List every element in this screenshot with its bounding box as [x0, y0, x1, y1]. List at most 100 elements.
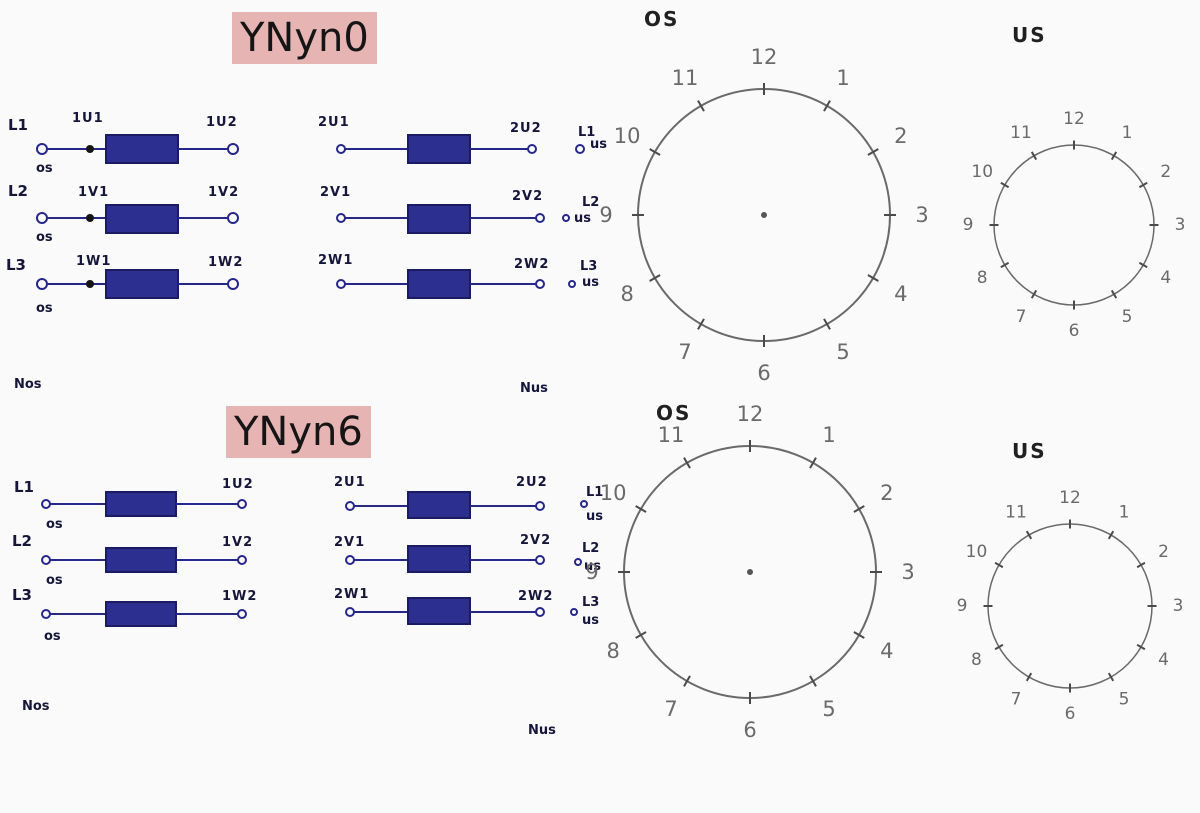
dial-tick: [1138, 261, 1148, 269]
dial-number: 7: [1011, 690, 1022, 710]
section-title-ynyn0: YNyn0: [232, 12, 377, 64]
winding-coil: [105, 134, 179, 164]
terminal-end-label: 1V2: [208, 185, 239, 200]
secondary-winding-u: 2U1 2U2 L1 us: [318, 115, 607, 164]
secondary-winding-w: 2W1 2W2 L3 us: [334, 587, 599, 628]
dial-number: 1: [822, 423, 835, 447]
dial-tick: [1000, 261, 1010, 269]
terminal-start: [36, 143, 48, 155]
dial-tick: [1136, 561, 1146, 569]
dial-number: 4: [1158, 650, 1169, 670]
dial-number: 7: [1016, 307, 1027, 327]
dial-tick: [1025, 672, 1033, 682]
dial-number: 9: [585, 560, 598, 584]
terminal-end: [237, 555, 247, 565]
winding-coil: [407, 491, 471, 519]
dial-tick: [994, 561, 1004, 569]
secondary-winding-v: 2V1 2V2 L2 us: [320, 185, 599, 234]
dial-number: 11: [672, 66, 699, 90]
dial-number: 9: [963, 215, 974, 235]
terminal-end: [227, 143, 239, 155]
output-terminal: [562, 214, 570, 222]
dial-tick: [635, 505, 647, 513]
terminal-end: [237, 609, 247, 619]
terminal-start-label: 2W1: [318, 253, 353, 268]
terminal-end: [535, 501, 545, 511]
dial-number: 10: [614, 124, 641, 148]
output-terminal: [568, 280, 576, 288]
secondary-windings-ynyn6: 2U1 2U2 L1 us 2V1 2V2 L2 us: [334, 475, 603, 738]
dial-number: 5: [836, 340, 849, 364]
primary-winding-u: L1 os 1U2: [14, 477, 254, 532]
terminal-start: [36, 278, 48, 290]
dial-tick: [635, 631, 647, 639]
terminal-start-label: 2V1: [320, 185, 351, 200]
dial-number: 9: [957, 596, 968, 616]
side-label: os: [36, 230, 53, 245]
dial-number: 3: [915, 203, 928, 227]
primary-winding-v: L2 os 1V1 1V2: [8, 182, 239, 245]
dial-number: 12: [751, 45, 778, 69]
terminal-start: [345, 501, 355, 511]
dial-number: 9: [599, 203, 612, 227]
primary-winding-w: L3 os 1W1 1W2: [6, 254, 242, 316]
winding-coil: [105, 601, 177, 627]
terminal-start-label: 1W1: [76, 254, 111, 269]
dial-tick: [1030, 289, 1038, 299]
terminal-start: [41, 609, 51, 619]
dial-tick: [994, 643, 1004, 651]
dial-circle: [993, 144, 1155, 306]
dial-tick: [809, 675, 817, 687]
winding-coil: [105, 204, 179, 234]
neutral-label: Nos: [14, 377, 42, 392]
line-label: L3: [582, 595, 599, 610]
terminal-end-label: 1U2: [222, 477, 254, 492]
primary-winding-w: L3 os 1W2: [12, 586, 256, 644]
dial-tick: [853, 505, 865, 513]
line-label: L1: [14, 478, 34, 496]
terminal-end-label: 2W2: [518, 589, 553, 604]
dial-number: 7: [664, 697, 677, 721]
winding-coil: [407, 545, 471, 573]
primary-windings-ynyn6: L1 os 1U2 L2 os 1V2: [12, 477, 256, 714]
line-label: L1: [586, 485, 603, 500]
dial-tick: [697, 100, 705, 112]
terminal-end: [535, 213, 545, 223]
neutral-label: Nus: [520, 381, 548, 396]
dial-tick: [809, 457, 817, 469]
output-terminal: [574, 558, 582, 566]
terminal-start-label: 2U1: [334, 475, 366, 490]
winding-coil: [407, 269, 471, 299]
dial-number: 10: [971, 162, 993, 182]
terminal-end: [227, 212, 239, 224]
terminal-start: [41, 499, 51, 509]
output-terminal: [570, 608, 578, 616]
line-label: L3: [12, 586, 32, 604]
terminal-start: [345, 607, 355, 617]
dial-number: 11: [1010, 123, 1032, 143]
terminal-end-label: 2W2: [514, 257, 549, 272]
terminal-end: [237, 499, 247, 509]
primary-winding-v: L2 os 1V2: [12, 532, 252, 588]
dial-tick: [823, 318, 831, 330]
output-terminal: [580, 500, 588, 508]
dial-number: 6: [757, 361, 770, 385]
dial-number: 11: [658, 423, 685, 447]
side-label: us: [586, 509, 603, 524]
secondary-windings-ynyn0: 2U1 2U2 L1 us 2V1 2V2 L2 us: [318, 115, 607, 396]
terminal-start: [41, 555, 51, 565]
dial-number: 6: [1069, 321, 1080, 341]
winding-coil: [407, 134, 471, 164]
dial-tick: [867, 148, 879, 156]
line-label: L3: [580, 259, 597, 274]
terminal-start: [336, 279, 346, 289]
terminal-start: [36, 212, 48, 224]
dial-number: 3: [1173, 596, 1184, 616]
terminal-start: [345, 555, 355, 565]
dial-number: 5: [1119, 690, 1130, 710]
terminal-end-label: 2U2: [516, 475, 548, 490]
side-label: us: [590, 137, 607, 152]
